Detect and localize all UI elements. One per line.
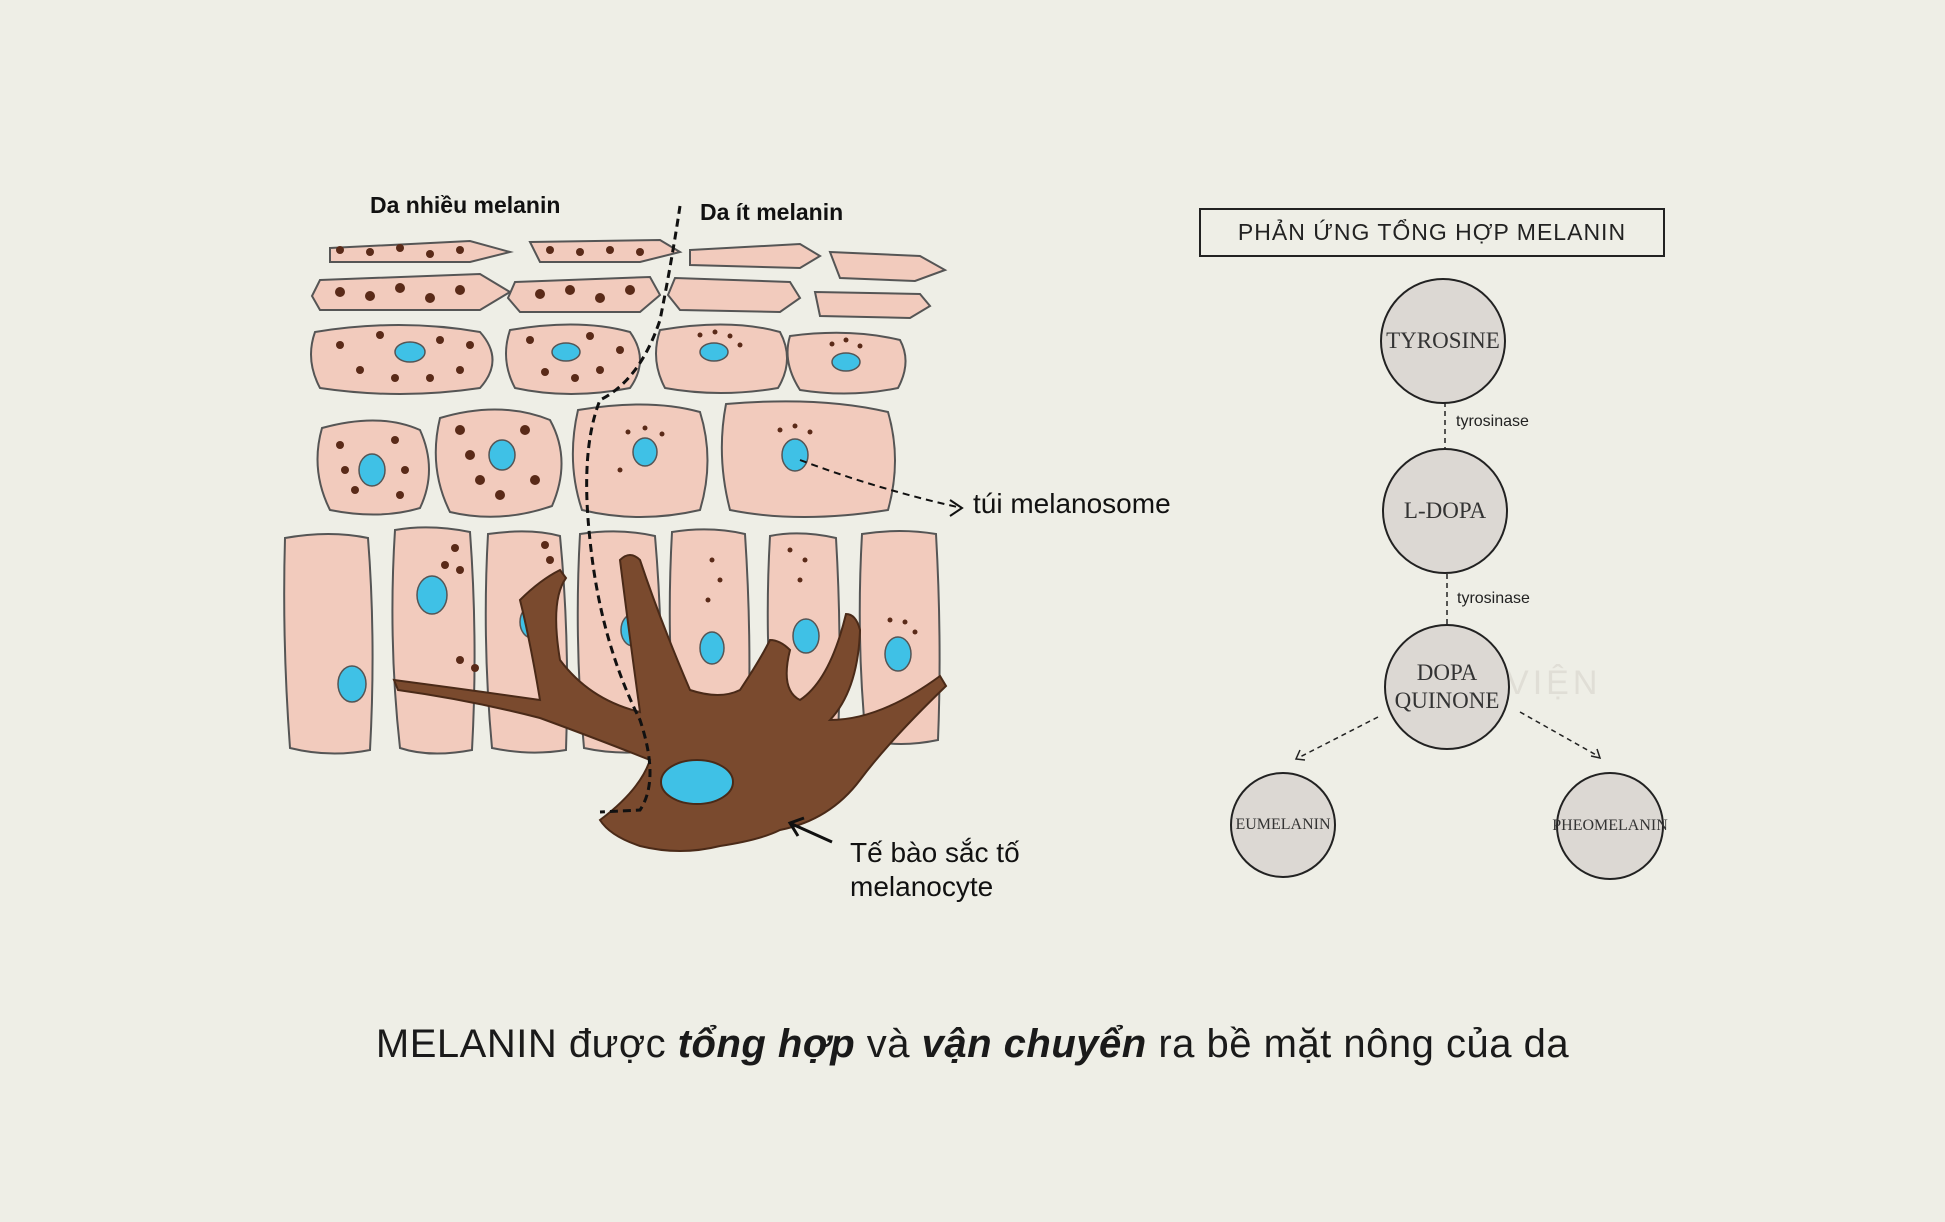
caption-emphasis-1: tổng hợp [677, 1022, 856, 1066]
label-high-melanin: Da nhiều melanin [370, 192, 561, 218]
melanocyte-arrow [791, 822, 833, 844]
melanosome-arrow-head [949, 499, 964, 517]
melanocyte-nucleus [660, 759, 734, 805]
label-melanocyte-line1: Tế bào sắc tố [850, 837, 1020, 868]
melanin-granules [335, 244, 644, 672]
caption-part2: và [855, 1022, 922, 1066]
caption-part3: ra bề mặt nông của da [1146, 1022, 1570, 1066]
caption-part1: MELANIN được [375, 1022, 678, 1066]
melanocyte-arrow-head [787, 816, 805, 837]
divider-line [585, 205, 682, 814]
label-melanocyte-line2: melanocyte [850, 871, 994, 902]
node-dopaquinone-line2: QUINONE [1394, 688, 1500, 713]
node-eumelanin: EUMELANIN [1230, 772, 1336, 878]
caption-emphasis-2: vận chuyển [921, 1022, 1147, 1066]
node-tyrosine-label: TYROSINE [1386, 328, 1500, 353]
label-melanosome: túi melanosome [973, 488, 1171, 519]
melanocyte-cell [392, 554, 948, 852]
flow-title: PHẢN ỨNG TỔNG HỢP MELANIN [1199, 208, 1665, 257]
enzyme-label-2: tyrosinase [1457, 590, 1530, 607]
enzyme-label-1: tyrosinase [1456, 413, 1529, 430]
flow-arrows [1297, 402, 1599, 759]
label-low-melanin: Da ít melanin [700, 199, 844, 225]
node-ldopa-label: L-DOPA [1403, 498, 1487, 523]
node-dopaquinone: DOPA QUINONE [1384, 624, 1510, 750]
node-eumelanin-label: EUMELANIN [1235, 816, 1331, 833]
node-pheomelanin: PHEOMELANIN [1552, 772, 1668, 880]
melanosome-arrow [799, 459, 963, 509]
node-dopaquinone-line1: DOPA [1416, 660, 1478, 685]
melanin-granules-light [617, 329, 918, 635]
caption: MELANIN được tổng hợp và vận chuyển ra b… [0, 1022, 1945, 1067]
node-ldopa: L-DOPA [1382, 448, 1508, 574]
node-pheomelanin-label: PHEOMELANIN [1552, 817, 1668, 834]
node-tyrosine: TYROSINE [1380, 278, 1506, 404]
